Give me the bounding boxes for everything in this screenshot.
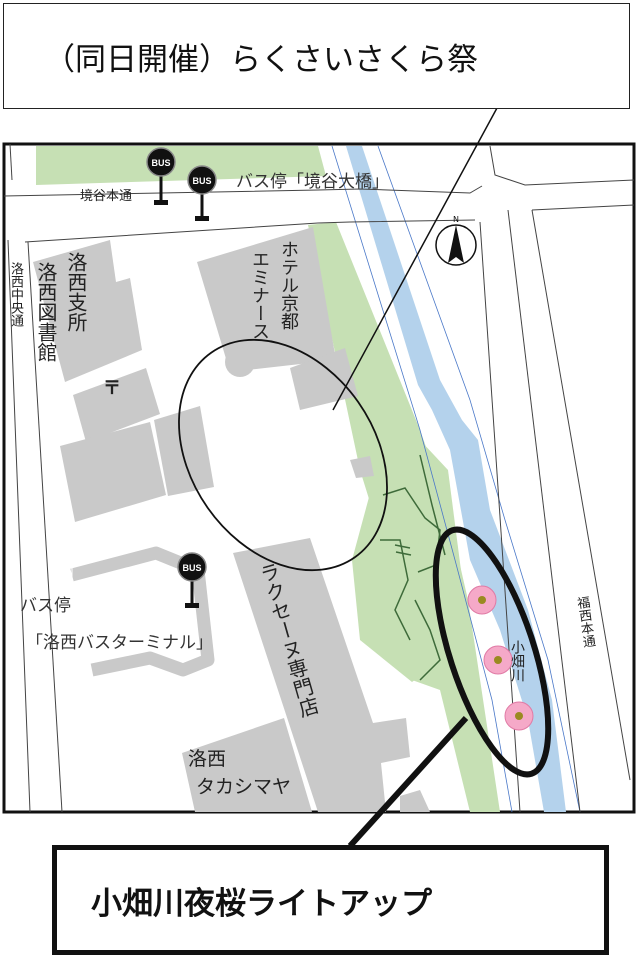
svg-text:BUS: BUS — [182, 563, 201, 573]
post-office-icon: 〒 — [103, 378, 121, 399]
bus-stop-label-terminal-line1: バス停 — [20, 596, 71, 616]
park-trails — [380, 454, 446, 681]
building-takashimaya — [182, 718, 312, 812]
sakura-icon — [483, 645, 513, 675]
sakura-markers — [467, 585, 534, 731]
building-label-takashimaya-line2: タカシマヤ — [196, 776, 292, 798]
building-label-library: 洛西図書館 — [34, 262, 58, 362]
road-label-rakusai-chuo: 洛西中央通 — [8, 262, 23, 327]
festival-callout-text: （同日開催）らくさいさくら祭 — [44, 41, 478, 78]
bus-stop-label-terminal-line2: 「洛西バスターミナル」 — [26, 633, 213, 653]
svg-text:BUS: BUS — [192, 176, 211, 186]
river-edges — [331, 145, 581, 813]
festival-area-outline — [178, 338, 388, 572]
bus-terminal-loop — [70, 546, 215, 677]
svg-text:BUS: BUS — [151, 158, 170, 168]
compass-north-icon: N — [435, 215, 477, 266]
river — [346, 146, 566, 812]
roads — [3, 143, 635, 813]
park-top — [36, 146, 326, 185]
lightup-callout-text: 小畑川夜桜ライトアップ — [91, 885, 432, 922]
bus-stop-sign-2[interactable]: BUS — [187, 165, 217, 221]
bus-stop-sign-terminal[interactable]: BUS — [177, 552, 207, 608]
festival-callout-box: （同日開催）らくさいさくら祭 — [3, 3, 630, 109]
lightup-area-outline — [432, 526, 552, 778]
lightup-callout-pointer — [347, 715, 469, 849]
festival-callout-pointer — [332, 107, 498, 411]
sakura-icon — [467, 585, 497, 615]
building-hotel — [197, 227, 336, 372]
building-label-hotel: ホテル京都 — [278, 240, 299, 330]
lightup-callout-box: 小畑川夜桜ライトアップ — [52, 845, 609, 955]
building-label-takashimaya-line1: 洛西 — [188, 748, 227, 770]
building-post-office — [73, 368, 160, 442]
bus-stop-sign-1[interactable]: BUS — [146, 147, 176, 205]
river-label: 小畑川 — [509, 640, 525, 682]
building-library — [33, 240, 142, 382]
building-label-hotel-line2: エミナース — [249, 250, 270, 340]
svg-text:N: N — [453, 215, 459, 224]
building-label-branch-office: 洛西支所 — [64, 252, 88, 332]
road-label-sakaidani: 境谷本通 — [80, 189, 133, 204]
buildings — [33, 227, 430, 812]
sakura-icon — [504, 701, 534, 731]
building-lacesen — [233, 538, 410, 812]
bus-stop-label-sakaidani-ohashi: バス停「境谷大橋」 — [236, 172, 389, 192]
